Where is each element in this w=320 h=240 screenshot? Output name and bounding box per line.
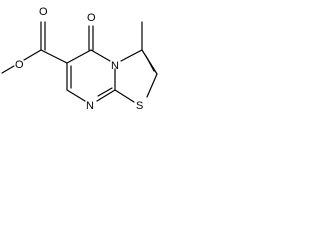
bond-c7-n8 xyxy=(66,89,86,102)
molecule-svg: O O O N N S xyxy=(1,6,158,112)
bond-n8-c8a xyxy=(96,89,116,102)
bond-n4-c3 xyxy=(120,49,143,62)
bond-s1-c8a xyxy=(114,89,135,103)
bond-carbonyl-carbon-ring xyxy=(40,49,68,64)
bond-c3-c2-inner xyxy=(145,55,155,72)
atom-label-bridge-nitrogen: N xyxy=(111,60,119,72)
atom-label-sulfur: S xyxy=(136,100,143,112)
bond-c6-c5 xyxy=(66,49,92,64)
atom-label-ring-nitrogen: N xyxy=(86,100,94,112)
bond-methyl-oxygen xyxy=(1,65,15,74)
atom-labels-group: O O O N N S xyxy=(15,6,143,112)
bond-oxygen-carbonyl-carbon xyxy=(23,49,42,61)
atom-label-carbonyl-oxygen: O xyxy=(39,6,48,18)
atom-label-ester-oxygen: O xyxy=(15,59,24,71)
bond-c2-s1 xyxy=(146,73,158,98)
structure-diagram: O O O N N S xyxy=(0,0,211,136)
bonds-group xyxy=(1,21,158,103)
atom-label-ketone-oxygen: O xyxy=(87,12,96,24)
bond-n8-c8a-inner xyxy=(97,87,113,97)
bond-c5-n4 xyxy=(90,49,111,62)
